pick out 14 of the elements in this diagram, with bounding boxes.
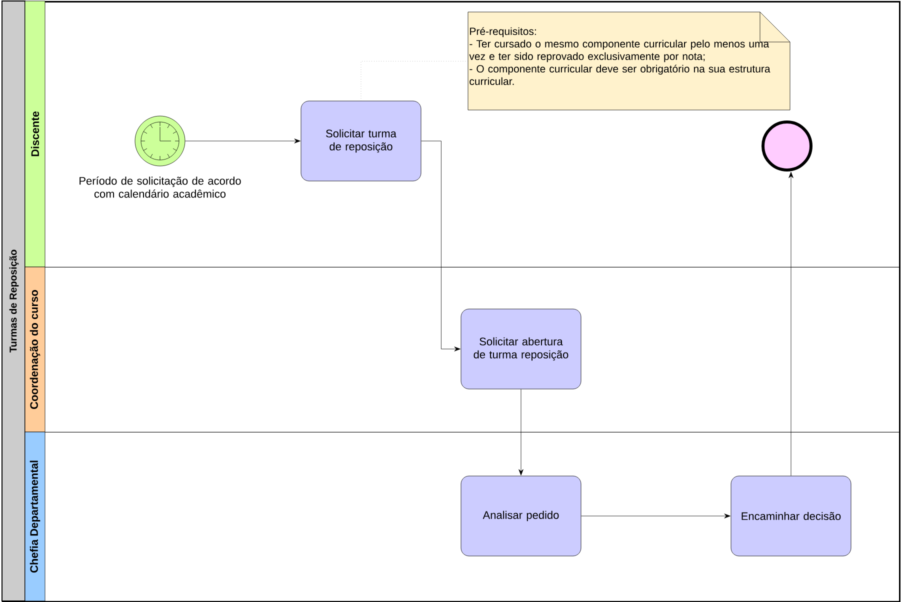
arrow	[788, 172, 794, 476]
arrow	[518, 389, 524, 476]
association-line	[360, 61, 468, 101]
arrow	[421, 140, 460, 352]
end-event	[762, 120, 812, 172]
note: Pré-requisitos: - Ter cursado o mesmo componente curricular pelo menos uma vez e ter sido reprovado exclusivamente por nota; - O componente curricular deve ser obrigatório na sua estrutura curricular.	[468, 12, 790, 110]
task-box: Encaminhar decisão	[730, 476, 852, 556]
timer-event	[134, 116, 186, 166]
task-box: Solicitar abertura de turma reposição	[460, 308, 582, 390]
event-label: Período de solicitação de acordo com calendário acadêmico	[80, 176, 241, 198]
arrow	[185, 138, 300, 144]
task-box: Analisar pedido	[460, 476, 582, 556]
arrow	[581, 514, 730, 518]
task-box: Solicitar turma de reposição	[300, 100, 422, 182]
